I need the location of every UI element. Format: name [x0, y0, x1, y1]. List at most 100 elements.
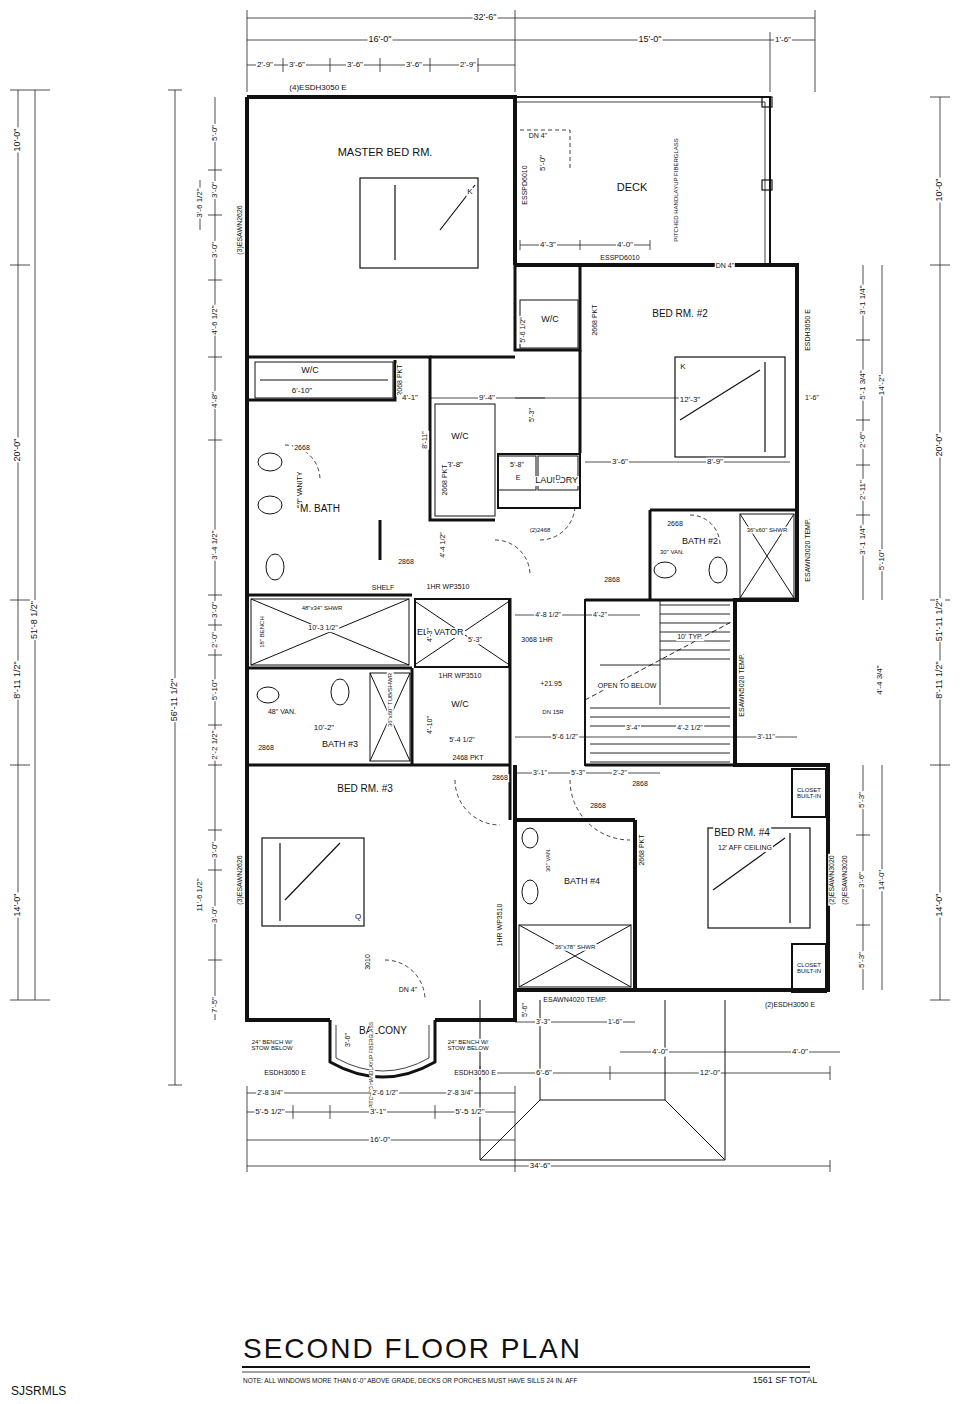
plan-label: 5'-6 1/2": [519, 316, 527, 344]
shower: [519, 925, 631, 987]
wall: [247, 97, 828, 1020]
plan-label: (3)ESAWN2626: [236, 854, 244, 906]
plan-label: 3'-1 1/4": [859, 284, 868, 315]
door-swing: [570, 780, 630, 840]
plan-label: DN 4": [398, 986, 418, 994]
plan-label: 4'-8 1/2": [534, 611, 562, 619]
plan-label: 4'-3": [539, 241, 557, 250]
plan-label: 2868: [491, 774, 509, 782]
wall: [247, 97, 515, 265]
plan-label: 20'-0": [935, 433, 945, 458]
plan-label: 3068 1HR: [520, 636, 554, 644]
plan-label: 4'-2 1/2": [676, 724, 704, 732]
plan-label: W/C: [450, 432, 470, 442]
plan-label: DECK: [616, 181, 649, 193]
plan-label: 4'-0": [616, 241, 634, 250]
plan-label: 3'-6": [346, 61, 364, 70]
closet: [520, 300, 578, 348]
wall: [515, 265, 828, 990]
plan-label: W/C: [300, 366, 320, 376]
interior-wall: [247, 594, 412, 597]
plan-label: 51'-8 1/2": [30, 600, 40, 640]
plan-label: 24" BENCH W/ STOW BELOW: [245, 1039, 299, 1052]
plan-label: 3'-6": [405, 61, 423, 70]
stair: [585, 620, 735, 700]
plan-label: D: [554, 474, 561, 482]
plan-label: BATH #4: [563, 877, 601, 887]
wall: [247, 97, 330, 1020]
plan-label: 3'-1": [532, 769, 548, 777]
plan-label: 16'-0": [368, 35, 393, 45]
plan-label: 36"x78" SHWR: [554, 944, 597, 951]
plan-label: (2)2468: [529, 527, 552, 534]
shower: [740, 514, 794, 598]
bed: [280, 843, 340, 921]
plan-label: 1561 SF TOTAL: [752, 1376, 819, 1386]
bed: [395, 185, 475, 260]
plan-label: 1HR WP3510: [426, 583, 471, 591]
bed: [360, 178, 478, 268]
plan-label: 3'-6 1/2": [196, 187, 205, 218]
plan-label: K: [679, 363, 686, 372]
balcony-outline: [330, 1020, 435, 1077]
plan-label: 10'-3 1/2": [307, 624, 339, 632]
plan-label: M. BATH: [299, 503, 341, 514]
plan-label: BED RM. #4: [713, 827, 771, 838]
plan-label: 2'-11": [859, 479, 868, 501]
plan-label: 3'-0": [211, 906, 220, 924]
plan-label: 3'-4": [625, 724, 641, 732]
dimension-line: [208, 97, 222, 1020]
plan-label: 5'-10": [878, 549, 887, 571]
fixture: [257, 687, 279, 703]
room-name: CLOSET BUILT-IN: [793, 787, 825, 800]
plan-label: BED RM. #2: [651, 308, 709, 319]
bed: [713, 833, 790, 923]
plan-label: 5'-10": [211, 679, 220, 701]
plan-label: ESSPD6010: [599, 254, 640, 262]
fixture: [498, 456, 536, 490]
plan-label: 14'-2": [878, 374, 887, 396]
plan-label: 4'-4 1/2": [439, 531, 447, 559]
plan-label: 10'-2": [313, 724, 335, 733]
plan-label: 36"x60" TUB/SHWR: [387, 672, 394, 728]
closet: [435, 404, 495, 516]
fixture: [331, 679, 349, 705]
interior-wall: [247, 357, 495, 520]
plan-label: 1'-6": [804, 394, 820, 402]
plan-label: 2668 PKT: [591, 303, 599, 336]
plan-label: MASTER BED RM.: [337, 146, 434, 158]
dimension-line: [10, 90, 200, 1085]
plan-label: (2)ESAWN3020: [841, 854, 849, 906]
plan-label: 5'-8": [509, 461, 525, 469]
bed: [708, 828, 810, 928]
dimension-line: [247, 18, 815, 65]
plan-label: ESSPD6010: [521, 164, 529, 205]
interior-wall: [579, 350, 582, 453]
plan-label: 2868: [603, 576, 621, 584]
plan-label: DN 4": [528, 132, 548, 140]
closet: [255, 362, 393, 398]
roof-outline: [480, 1000, 725, 1160]
plan-label: DN 4": [715, 262, 735, 270]
plan-label: E: [515, 474, 522, 482]
door-swing: [285, 445, 720, 1000]
dimension-line: [430, 240, 797, 1022]
elevator-shaft: [416, 602, 508, 664]
plan-label: 2868: [257, 744, 275, 752]
plan-label: SHELF: [371, 584, 396, 592]
plan-label: 4'-3": [426, 627, 434, 643]
plan-label: 16'-0": [369, 1136, 391, 1145]
room-name: CLOSET BUILT-IN: [793, 962, 825, 975]
plan-label: 3'-1": [369, 1108, 387, 1117]
room-box: CLOSET BUILT-IN: [791, 768, 827, 818]
plan-label: 6'-10": [291, 387, 313, 396]
room-name: ELEVATOR: [416, 628, 465, 637]
plan-label: 1HR WP3510: [438, 672, 483, 680]
shower: [251, 599, 409, 665]
closet: [260, 380, 388, 381]
plan-label: 3'-11": [756, 733, 775, 741]
dimension-line: [10, 10, 950, 1172]
plan-label: 3'-6": [858, 871, 867, 889]
